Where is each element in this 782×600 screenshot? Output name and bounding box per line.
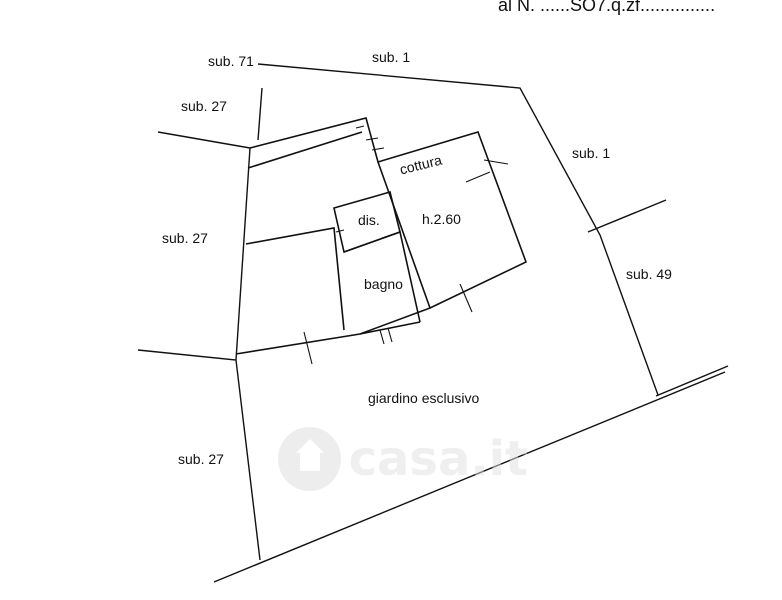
outer-wall-north xyxy=(249,117,379,163)
door-mark-south-3 xyxy=(379,329,385,345)
west-wall-line xyxy=(235,147,251,361)
dis-mark xyxy=(335,229,345,233)
house-icon xyxy=(278,427,341,491)
label-sub-71: sub. 71 xyxy=(208,53,254,69)
building-walls xyxy=(235,117,528,355)
label-height: h.2.60 xyxy=(422,211,461,227)
label-sub-1-east: sub. 1 xyxy=(572,145,611,161)
label-giardino: giardino esclusivo xyxy=(368,390,480,406)
label-sub-27-nw: sub. 27 xyxy=(181,98,227,114)
label-bagno: bagno xyxy=(364,276,403,292)
north-boundary xyxy=(257,63,659,396)
bathroom-south xyxy=(359,321,421,335)
living-room-outline xyxy=(376,131,528,310)
window-mark-3 xyxy=(371,147,385,151)
label-sub-49: sub. 49 xyxy=(626,266,672,282)
garden-south-line xyxy=(213,371,726,583)
southeast-boundary xyxy=(655,365,729,397)
label-sub-27-west: sub. 27 xyxy=(162,230,208,246)
sub27-top-line xyxy=(157,131,251,149)
door-mark-south-2 xyxy=(303,331,313,365)
building-south-wall xyxy=(235,307,431,355)
label-sub-27-sw: sub. 27 xyxy=(178,451,224,467)
opening-marks xyxy=(303,125,509,365)
door-mark-south-4 xyxy=(387,327,393,343)
door-mark-east-1 xyxy=(483,159,509,165)
window-mark-2 xyxy=(365,137,379,141)
inner-wall-left-room xyxy=(245,227,345,331)
label-sub-1-top: sub. 1 xyxy=(372,49,411,65)
watermark: casa.it xyxy=(278,420,528,498)
window-mark-1 xyxy=(355,125,365,129)
inner-wall-west-room xyxy=(247,131,363,169)
sub71-divider xyxy=(257,87,263,141)
bathroom-wall xyxy=(343,230,421,323)
boundary-lines xyxy=(137,63,729,583)
door-mark-east-2 xyxy=(465,171,491,183)
door-mark-south-1 xyxy=(459,283,473,313)
label-dis: dis. xyxy=(358,212,380,228)
watermark-text: casa.it xyxy=(348,431,528,487)
cadastral-header-text: al N. ......SO7.q.zf............... xyxy=(498,0,716,15)
sub1-sub49-divider xyxy=(587,199,667,233)
southwest-boundary xyxy=(137,349,261,561)
